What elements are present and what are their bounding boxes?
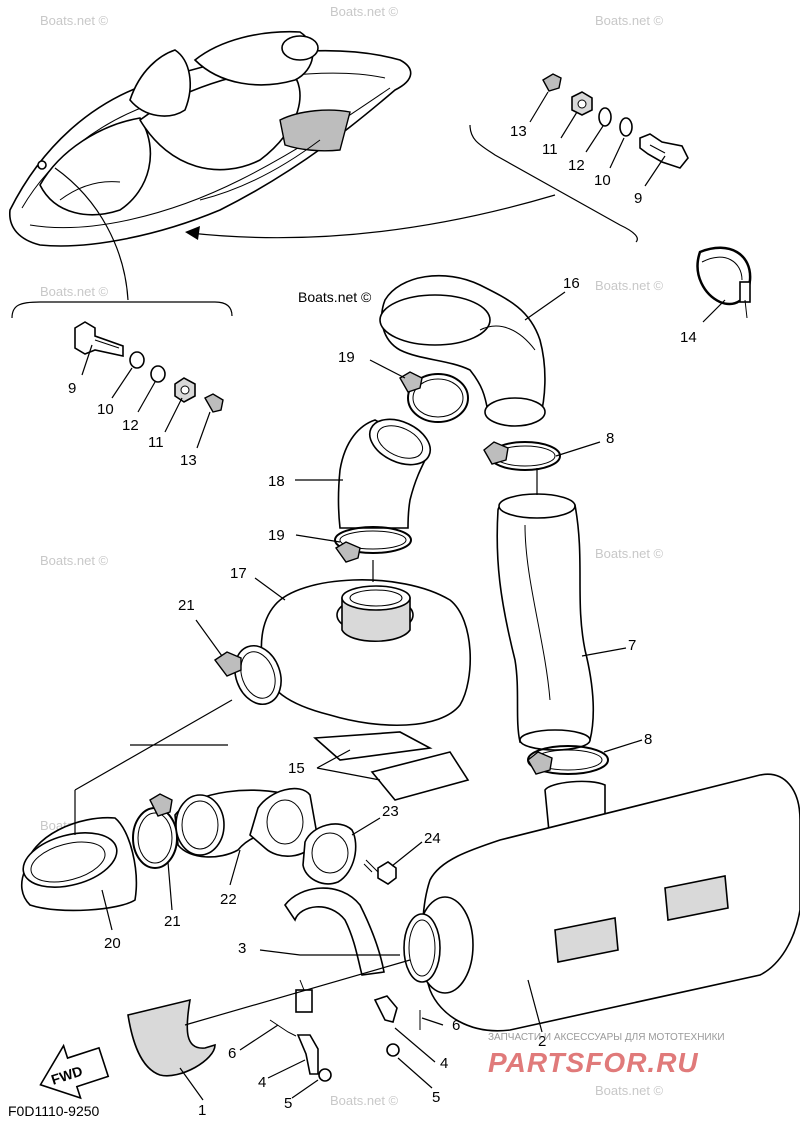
callout-5: 5 <box>432 1089 440 1106</box>
clamp-19-lower <box>334 526 412 563</box>
watermark: Boats.net © <box>595 278 664 293</box>
outlet-20 <box>20 816 138 912</box>
fwd-arrow: FWD <box>39 1043 110 1100</box>
hardware-group-upper <box>542 73 689 169</box>
callout-22: 22 <box>220 891 237 908</box>
reference-arrow <box>54 167 129 301</box>
callout-16: 16 <box>563 275 580 292</box>
watermark: Boats.net © <box>40 553 109 568</box>
callout-7: 7 <box>628 637 636 654</box>
strap-3 <box>284 887 385 1013</box>
pads-15 <box>313 731 470 801</box>
callout-23: 23 <box>382 803 399 820</box>
watercraft-illustration <box>9 30 412 247</box>
muffler-2 <box>403 773 800 1032</box>
callout-17: 17 <box>230 565 247 582</box>
callout-10: 10 <box>97 401 114 418</box>
callout-21: 21 <box>164 913 181 930</box>
group-bracket <box>11 301 233 319</box>
callout-21: 21 <box>178 597 195 614</box>
watermark: Boats.net © <box>330 1093 399 1108</box>
callout-15: 15 <box>288 760 305 777</box>
hardware-group-left <box>74 321 224 413</box>
watermark: Boats.net © <box>40 13 109 28</box>
callout-14: 14 <box>680 329 697 346</box>
fasteners <box>269 995 421 1082</box>
callout-12: 12 <box>568 157 585 174</box>
bolt-24 <box>363 859 397 885</box>
callout-18: 18 <box>268 473 285 490</box>
callout-6: 6 <box>452 1017 460 1034</box>
brand-logo-text: PARTSFOR.RU <box>488 1047 699 1078</box>
callout-8: 8 <box>644 731 652 748</box>
callout-10: 10 <box>594 172 611 189</box>
callout-24: 24 <box>424 830 441 847</box>
clamp-21-upper <box>213 651 242 677</box>
callout-5: 5 <box>284 1095 292 1112</box>
clamp-8-upper <box>483 441 561 471</box>
callout-4: 4 <box>258 1074 266 1091</box>
watermark: Boats.net © <box>40 284 109 299</box>
brand-logo: ЗАПЧАСТИ И АКСЕССУАРЫ ДЛЯ МОТОТЕХНИКИ PA… <box>488 1032 725 1078</box>
callout-9: 9 <box>68 380 76 397</box>
callout-12: 12 <box>122 417 139 434</box>
clamp-8-lower <box>527 745 609 775</box>
leader-lines <box>74 91 726 1101</box>
callout-2: 2 <box>538 1033 546 1050</box>
callout-11: 11 <box>148 434 164 451</box>
elbow-16 <box>379 274 546 427</box>
clamp-19-upper <box>399 371 469 423</box>
callout-13: 13 <box>510 123 527 140</box>
hose-7 <box>496 493 595 751</box>
water-lock-17 <box>234 579 472 727</box>
watermark: Boats.net © <box>595 13 664 28</box>
watermark-main: Boats.net © <box>298 289 372 305</box>
callouts: 13 11 12 10 9 9 10 12 11 13 16 14 19 8 1… <box>68 123 697 1119</box>
callout-13: 13 <box>180 452 197 469</box>
callout-1: 1 <box>198 1102 206 1119</box>
callout-3: 3 <box>238 940 246 957</box>
watermark: Boats.net © <box>330 4 399 19</box>
reference-arrow <box>189 194 556 239</box>
callout-20: 20 <box>104 935 121 952</box>
callout-8: 8 <box>606 430 614 447</box>
clamp-14 <box>696 246 752 319</box>
clamp-21-lower <box>132 793 178 869</box>
elbow-18 <box>337 418 432 529</box>
callout-19: 19 <box>268 527 285 544</box>
flange-23 <box>249 787 357 885</box>
watermark: Boats.net © <box>595 546 664 561</box>
diagram-code: F0D1110-9250 <box>8 1103 100 1119</box>
bracket-1 <box>127 998 216 1077</box>
brand-tagline: ЗАПЧАСТИ И АКСЕССУАРЫ ДЛЯ МОТОТЕХНИКИ <box>488 1032 725 1043</box>
callout-9: 9 <box>634 190 642 207</box>
callout-19: 19 <box>338 349 355 366</box>
watermark: Boats.net © <box>595 1083 664 1098</box>
callout-6: 6 <box>228 1045 236 1062</box>
group-bracket <box>469 124 638 243</box>
callout-4: 4 <box>440 1055 448 1072</box>
callout-11: 11 <box>542 141 558 158</box>
arrow-head <box>185 226 200 240</box>
